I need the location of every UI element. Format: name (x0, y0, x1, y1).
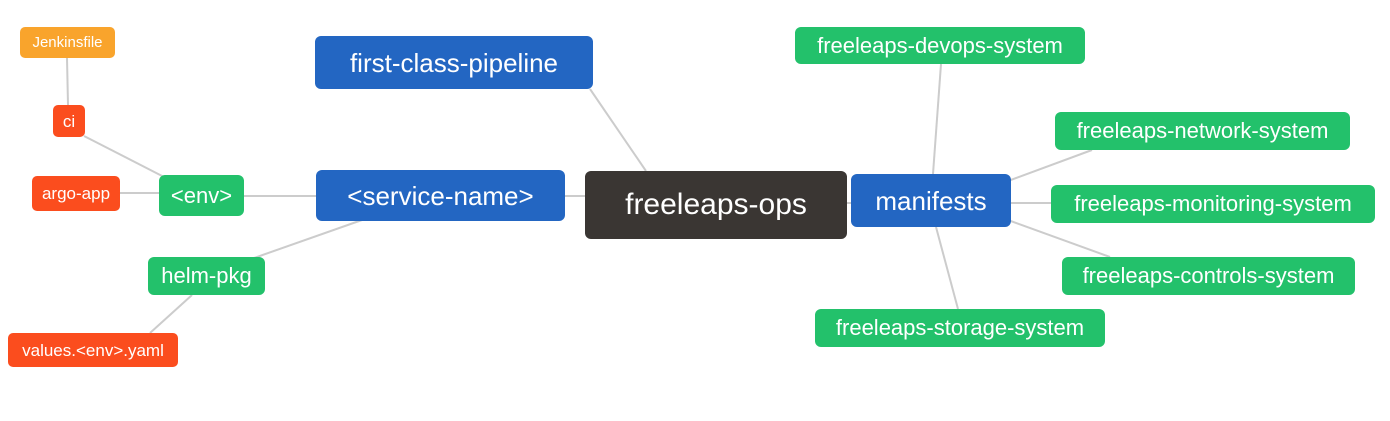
node-freeleaps-controls-system[interactable]: freeleaps-controls-system (1062, 257, 1355, 295)
edge-manifests-freeleaps-controls-system (1007, 219, 1111, 258)
edge-jenkinsfile-ci (66, 57, 69, 106)
node-ci[interactable]: ci (53, 105, 85, 137)
node-env[interactable]: <env> (159, 175, 244, 216)
edge-helm-pkg-service-name (253, 219, 363, 259)
node-freeleaps-network-system[interactable]: freeleaps-network-system (1055, 112, 1350, 150)
node-manifests[interactable]: manifests (851, 174, 1011, 227)
edge-first-class-pipeline-freeleaps-ops (589, 88, 647, 172)
edge-manifests-freeleaps-devops-system (932, 63, 942, 175)
node-argo-app[interactable]: argo-app (32, 176, 120, 211)
edge-manifests-freeleaps-network-system (1007, 149, 1093, 182)
edge-ci-env (83, 135, 167, 179)
node-service-name[interactable]: <service-name> (316, 170, 565, 221)
node-freeleaps-ops[interactable]: freeleaps-ops (585, 171, 847, 239)
node-freeleaps-monitoring-system[interactable]: freeleaps-monitoring-system (1051, 185, 1375, 223)
node-freeleaps-devops-system[interactable]: freeleaps-devops-system (795, 27, 1085, 64)
node-freeleaps-storage-system[interactable]: freeleaps-storage-system (815, 309, 1105, 347)
node-first-class-pipeline[interactable]: first-class-pipeline (315, 36, 593, 89)
node-helm-pkg[interactable]: helm-pkg (148, 257, 265, 295)
edge-manifests-freeleaps-storage-system (935, 226, 959, 310)
node-values-env-yaml[interactable]: values.<env>.yaml (8, 333, 178, 367)
edge-values-env-yaml-helm-pkg (149, 294, 193, 334)
node-jenkinsfile[interactable]: Jenkinsfile (20, 27, 115, 58)
